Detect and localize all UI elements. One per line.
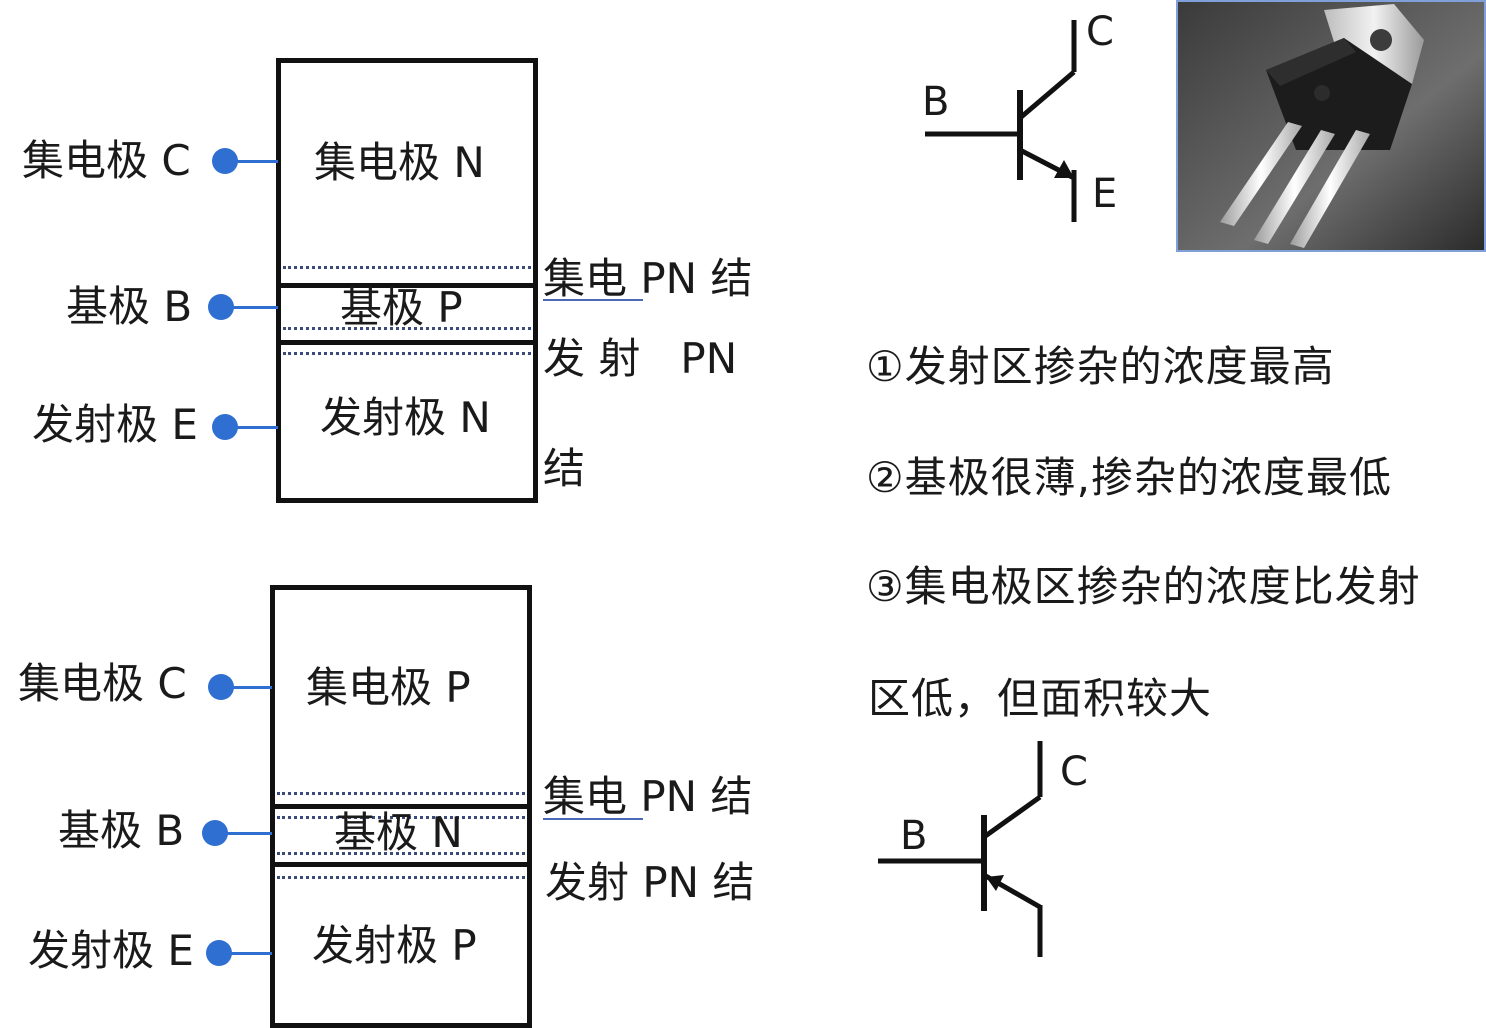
npn-collector-layer-label: 集电极 N: [314, 138, 485, 187]
pnp-base-terminal-dot: [202, 820, 228, 846]
npn-base-bottom-border: [276, 340, 538, 345]
pnp-base-top-border: [270, 804, 532, 809]
pnp-base-layer-label: 基极 N: [334, 808, 463, 857]
npn-emitter-lead: [236, 426, 278, 429]
npn-collector-terminal-dot: [212, 148, 238, 174]
npn-base-lead: [232, 306, 278, 309]
pnp-symbol-b-label: B: [900, 813, 928, 859]
npn-transistor-symbol-icon: [925, 20, 1077, 222]
npn-emitter-junction-label-2: 结: [543, 444, 586, 493]
npn-symbol-b-label: B: [922, 79, 950, 125]
npn-collector-junction-label: 集电 PN 结: [543, 254, 753, 303]
npn-base-terminal-label: 基极 B: [66, 282, 193, 331]
pnp-base-lead: [226, 832, 272, 835]
pnp-symbol-c-label: C: [1060, 749, 1088, 795]
pnp-collector-layer-label: 集电极 P: [306, 663, 471, 712]
npn-collector-junction-dots: [283, 266, 531, 269]
npn-collector-junction-underline: [543, 299, 643, 301]
npn-body: [276, 58, 538, 503]
pnp-collector-terminal-dot: [208, 674, 234, 700]
npn-symbol-c-label: C: [1086, 9, 1114, 55]
pnp-collector-terminal-label: 集电极 C: [18, 659, 187, 708]
npn-emitter-terminal-label: 发射极 E: [32, 400, 198, 449]
note-3: ③集电极区掺杂的浓度比发射: [866, 562, 1421, 611]
npn-emitter-layer-label: 发射极 N: [320, 393, 491, 442]
pnp-collector-junction-label: 集电 PN 结: [543, 772, 753, 821]
npn-emitter-junction-label: 发 射 PN: [543, 334, 738, 383]
pnp-emitter-terminal-dot: [206, 940, 232, 966]
pnp-base-dots-2: [277, 852, 525, 855]
pnp-emitter-terminal-label: 发射极 E: [28, 926, 194, 975]
npn-base-layer-label: 基极 P: [340, 283, 463, 332]
npn-symbol-e-label: E: [1092, 171, 1118, 217]
note-2: ②基极很薄,掺杂的浓度最低: [866, 453, 1393, 502]
pnp-emitter-lead: [230, 952, 272, 955]
pnp-collector-junction-dots: [277, 792, 525, 795]
to220-transistor-photo-icon: [1176, 0, 1486, 252]
pnp-emitter-layer-label: 发射极 P: [312, 921, 477, 970]
pnp-base-terminal-label: 基极 B: [58, 806, 185, 855]
npn-base-terminal-dot: [208, 294, 234, 320]
npn-base-top-border: [276, 283, 538, 288]
pnp-collector-lead: [232, 686, 272, 689]
pnp-emitter-junction-label: 发射 PN 结: [545, 858, 755, 907]
pnp-base-dots-1: [277, 816, 525, 819]
note-4: 区低，但面积较大: [868, 674, 1213, 723]
npn-base-dots-1: [283, 327, 531, 330]
pnp-emitter-junction-dots: [277, 876, 525, 879]
pnp-collector-junction-underline: [543, 818, 643, 820]
npn-emitter-junction-dots: [283, 352, 531, 355]
npn-emitter-terminal-dot: [212, 414, 238, 440]
npn-collector-terminal-label: 集电极 C: [22, 136, 191, 185]
pnp-transistor-symbol-icon: [878, 741, 1043, 957]
npn-collector-lead: [236, 160, 278, 163]
note-1: ①发射区掺杂的浓度最高: [866, 342, 1335, 391]
pnp-base-bottom-border: [270, 862, 532, 867]
